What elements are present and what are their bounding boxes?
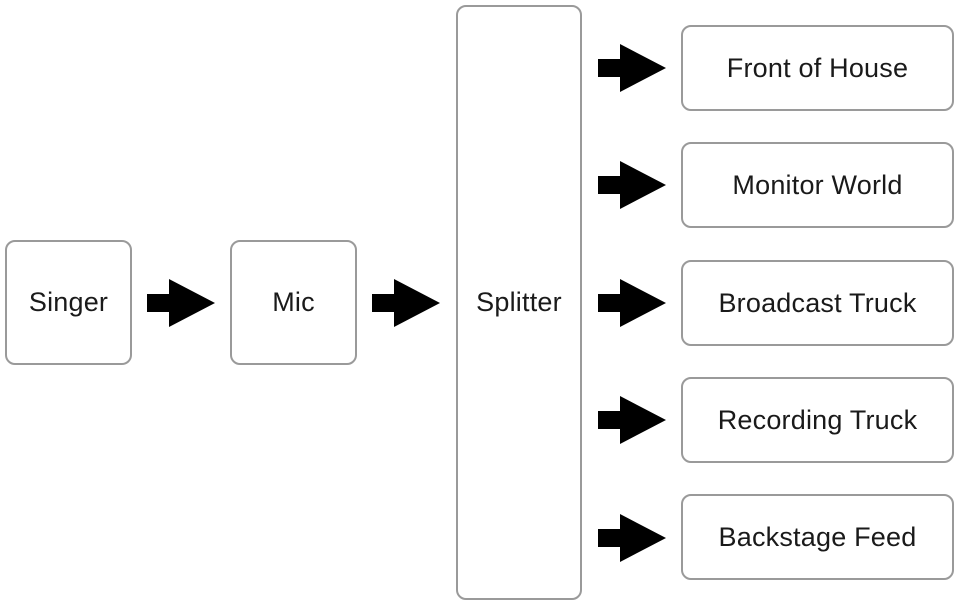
arrow-splitter-to-broadcast-truck [598, 279, 666, 327]
recording-truck-node: Recording Truck [681, 377, 954, 463]
front-of-house-node: Front of House [681, 25, 954, 111]
backstage-feed-node: Backstage Feed [681, 494, 954, 580]
singer-label: Singer [28, 287, 109, 317]
front-of-house-label: Front of House [726, 52, 909, 83]
singer-node: Singer [5, 240, 132, 365]
splitter-label: Splitter [476, 287, 562, 317]
arrow-singer-to-mic [147, 279, 215, 327]
splitter-node: Splitter [456, 5, 582, 600]
recording-truck-label: Recording Truck [717, 404, 918, 435]
arrow-splitter-to-recording-truck [598, 396, 666, 444]
broadcast-truck-label: Broadcast Truck [718, 287, 917, 318]
right-arrow-icon [147, 279, 215, 327]
arrow-splitter-to-backstage-feed [598, 514, 666, 562]
right-arrow-icon [598, 279, 666, 327]
backstage-feed-label: Backstage Feed [718, 521, 917, 552]
monitor-world-label: Monitor World [732, 169, 903, 200]
right-arrow-icon [598, 44, 666, 92]
right-arrow-icon [598, 514, 666, 562]
right-arrow-icon [598, 396, 666, 444]
broadcast-truck-node: Broadcast Truck [681, 260, 954, 346]
mic-node: Mic [230, 240, 357, 365]
arrow-splitter-to-front-of-house [598, 44, 666, 92]
arrow-splitter-to-monitor-world [598, 161, 666, 209]
right-arrow-icon [598, 161, 666, 209]
arrow-mic-to-splitter [372, 279, 440, 327]
right-arrow-icon [372, 279, 440, 327]
monitor-world-node: Monitor World [681, 142, 954, 228]
mic-label: Mic [272, 287, 315, 317]
